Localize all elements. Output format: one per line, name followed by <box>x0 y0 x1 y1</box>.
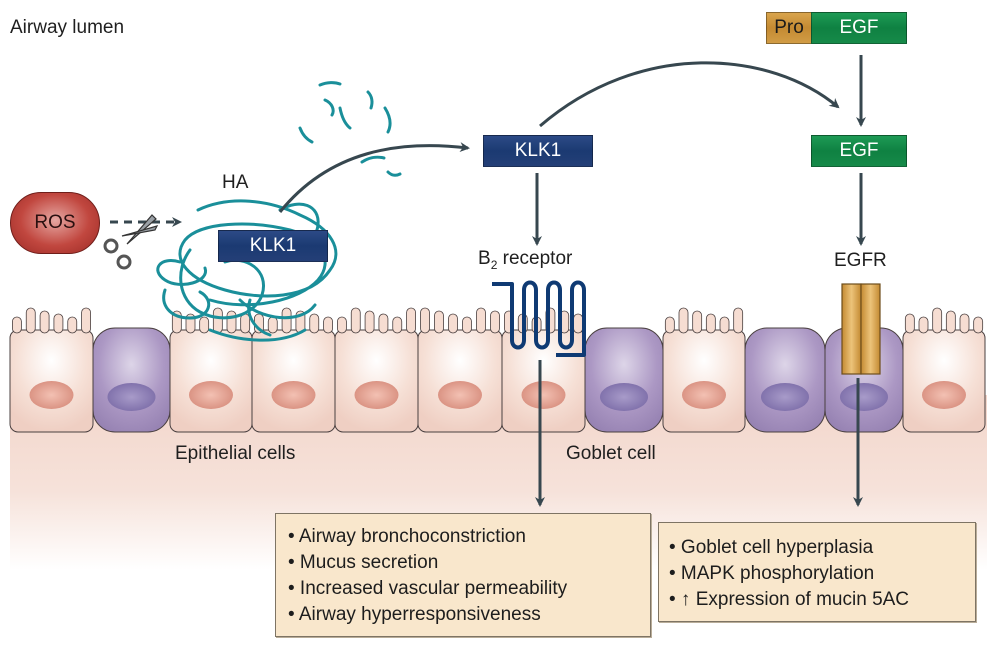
microvillus <box>434 310 444 334</box>
epithelial-cell <box>417 307 503 433</box>
pro-label: Pro <box>774 17 804 38</box>
scissors-icon <box>103 214 159 270</box>
microvillus <box>462 316 472 334</box>
nucleus <box>438 381 482 409</box>
epithelial-cell <box>334 307 419 433</box>
epithelial-cell <box>662 307 746 433</box>
nucleus <box>29 381 74 409</box>
microvillus <box>25 307 36 334</box>
microvillus <box>719 316 730 334</box>
nucleus <box>521 381 566 409</box>
microvillus <box>733 307 744 334</box>
microvillus <box>476 307 486 334</box>
nucleus <box>840 383 888 411</box>
klk1-free-node[interactable]: KLK1 <box>483 135 593 167</box>
outcome-item: • Goblet cell hyperplasia <box>669 537 874 558</box>
nucleus <box>354 381 399 409</box>
egfr-receptor-icon <box>841 283 881 375</box>
ha-label: HA <box>222 172 249 193</box>
nucleus <box>107 383 156 411</box>
microvillus <box>490 310 500 334</box>
epithelial-cell <box>169 307 253 433</box>
goblet-cell <box>744 327 826 433</box>
microvillus <box>448 313 458 334</box>
klk1-free-label: KLK1 <box>514 140 562 161</box>
microvillus <box>267 316 278 334</box>
nucleus <box>682 381 726 409</box>
outcome-item: • MAPK phosphorylation <box>669 563 875 584</box>
pro-egf-node[interactable]: EGF <box>811 12 907 44</box>
airway-lumen-label: Airway lumen <box>10 17 125 38</box>
microvillus <box>420 307 430 334</box>
microvillus <box>692 310 703 334</box>
outcome-item: • Airway hyperresponsiveness <box>288 604 541 625</box>
microvillus <box>932 307 943 334</box>
outcome-item: • Increased vascular permeability <box>288 578 568 599</box>
microvillus <box>364 310 375 334</box>
goblet-cell <box>584 327 664 433</box>
nucleus <box>271 381 316 409</box>
egf-node[interactable]: EGF <box>811 135 907 167</box>
microvillus <box>240 313 251 334</box>
goblet-cell-label: Goblet cell <box>566 443 656 464</box>
microvillus <box>12 316 22 334</box>
microvillus <box>959 313 970 334</box>
microvillus <box>81 307 91 334</box>
microvillus <box>39 310 50 334</box>
hyaluronan-fragments <box>298 81 402 177</box>
microvillus <box>918 316 929 334</box>
b2-receptor-label: B2 receptor <box>478 248 573 272</box>
epithelial-cell <box>902 307 986 433</box>
epithelial-cell <box>251 307 336 433</box>
outcome-item: • Mucus secretion <box>288 552 439 573</box>
microvillus <box>392 316 403 334</box>
epithelial-cell <box>9 307 94 433</box>
microvillus <box>199 316 210 334</box>
nucleus <box>922 381 966 409</box>
klk1-to-egf-arrow <box>539 61 840 128</box>
nucleus <box>761 383 809 411</box>
egfr-outcomes-box: • Goblet cell hyperplasia • MAPK phosphor… <box>658 522 976 622</box>
goblet-cell <box>92 327 171 433</box>
klk1-release-arrow <box>278 142 470 213</box>
microvillus <box>350 307 361 334</box>
egfr-label: EGFR <box>834 250 887 271</box>
nucleus <box>600 383 648 411</box>
microvillus <box>664 316 675 334</box>
microvillus <box>281 307 292 334</box>
egf-label: EGF <box>839 140 879 161</box>
outcome-item: • ↑ Expression of mucin 5AC <box>669 589 910 610</box>
pro-egf-label: EGF <box>839 17 879 38</box>
microvillus <box>212 307 223 334</box>
microvillus <box>309 313 320 334</box>
klk1-bound-node[interactable]: KLK1 <box>218 230 328 262</box>
microvillus <box>378 313 389 334</box>
epithelial-cells-label: Epithelial cells <box>175 443 296 464</box>
klk1-bound-label: KLK1 <box>249 235 297 256</box>
microvillus <box>904 313 915 334</box>
microvillus <box>337 316 347 334</box>
microvillus <box>323 316 333 334</box>
ros-node[interactable]: ROS <box>10 192 100 254</box>
pro-domain-node[interactable]: Pro <box>766 12 812 44</box>
epithelium <box>9 307 986 433</box>
microvillus <box>67 316 78 334</box>
microvillus <box>945 310 956 334</box>
microvillus <box>678 307 689 334</box>
b2-outcomes-box: • Airway bronchoconstriction • Mucus secr… <box>275 513 651 637</box>
nucleus <box>189 381 233 409</box>
microvillus <box>226 310 237 334</box>
microvillus <box>705 313 716 334</box>
b2-receptor-icon <box>492 280 586 357</box>
microvillus <box>973 316 984 334</box>
microvillus <box>53 313 64 334</box>
ros-label: ROS <box>34 212 76 233</box>
outcome-item: • Airway bronchoconstriction <box>288 526 526 547</box>
microvillus <box>406 307 416 334</box>
microvillus <box>573 313 583 334</box>
